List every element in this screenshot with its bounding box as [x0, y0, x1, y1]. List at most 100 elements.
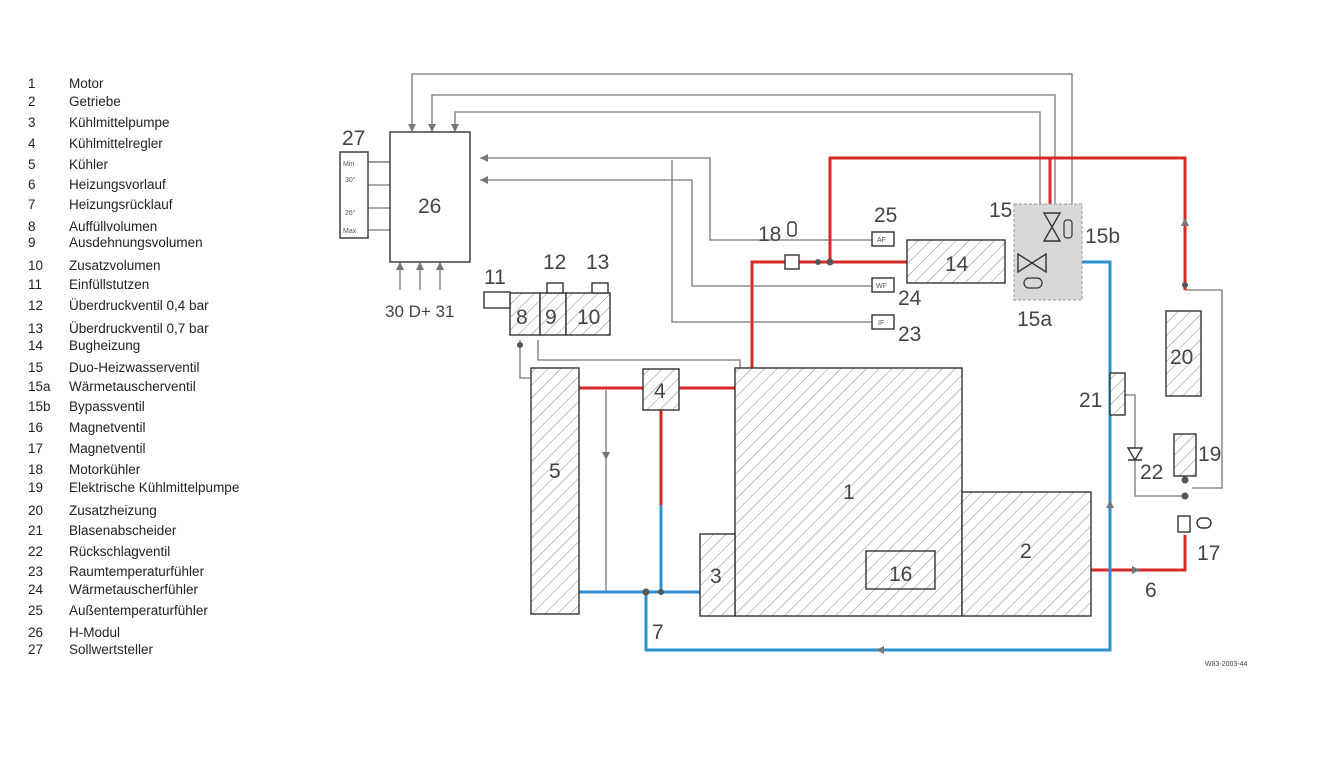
coolant-pump-block — [699, 533, 736, 617]
legend-number: 10 — [28, 258, 44, 273]
label-solenoid-17: 17 — [1197, 542, 1220, 565]
junction-dot — [658, 589, 664, 595]
sensor-tag-wf: WF — [876, 283, 887, 290]
extra-volume-block — [565, 292, 611, 336]
legend-text: Kühler — [69, 157, 109, 172]
electric-pump-block — [1173, 433, 1197, 477]
legend-number: 22 — [28, 544, 44, 559]
junction-dot — [642, 588, 650, 596]
junction-dot — [1181, 492, 1189, 500]
label-gearbox: 2 — [1020, 540, 1032, 563]
exchanger-valve-coil — [1023, 277, 1043, 289]
legend-number: 6 — [28, 177, 36, 192]
label-duo-valve: 15 — [989, 199, 1012, 222]
engine-cooler-18 — [784, 254, 800, 270]
wire-tank-return — [519, 340, 530, 379]
engine-cooler-18-top — [787, 221, 797, 237]
legend-number: 15a — [28, 379, 51, 394]
wire-20-to-19 — [1185, 289, 1223, 489]
sensor-23 — [871, 314, 895, 330]
legend-text: Getriebe — [69, 94, 121, 109]
gearbox-block — [961, 491, 1092, 617]
junction-dot — [1182, 282, 1188, 288]
cold-circuit — [579, 260, 1112, 652]
flow-arrow — [436, 262, 444, 270]
legend-text: Ausdehnungsvolumen — [69, 235, 203, 250]
junction-dot — [826, 258, 834, 266]
flow-arrow — [480, 176, 488, 184]
label-relief-valve-04: 12 — [543, 251, 566, 274]
filler-neck-block — [483, 291, 511, 309]
legend-number: 18 — [28, 462, 44, 477]
legend-text: Magnetventil — [69, 441, 146, 456]
cold-line-return — [644, 260, 1112, 652]
wire-21-to-22 — [1125, 394, 1136, 448]
label-expansion-volume: 9 — [545, 306, 557, 329]
legend-text: Überdruckventil 0,4 bar — [69, 298, 209, 313]
setpoint-mark-30: 30° — [345, 176, 356, 184]
legend-text: Blasenabscheider — [69, 523, 177, 538]
legend-number: 17 — [28, 441, 44, 456]
legend-number: 26 — [28, 625, 44, 640]
label-electric-pump: 19 — [1198, 443, 1221, 466]
wire-15-to-26-a — [411, 73, 1073, 212]
legend-text: Raumtemperaturfühler — [69, 564, 205, 579]
legend-text: Motorkühler — [69, 462, 141, 477]
legend-number: 9 — [28, 235, 36, 250]
sensor-24 — [871, 277, 895, 293]
label-exchanger-sensor: 24 — [898, 287, 922, 310]
legend-number: 13 — [28, 321, 44, 336]
wire-22-line — [1134, 460, 1182, 497]
legend-text: Bypassventil — [69, 399, 145, 414]
legend-number: 4 — [28, 136, 36, 151]
label-filler-neck: 11 — [484, 266, 506, 289]
legend-number: 23 — [28, 564, 44, 579]
legend-text: Magnetventil — [69, 420, 146, 435]
hot-line-engine-to-18 — [750, 260, 785, 370]
legend-text: Heizungsvorlauf — [69, 177, 166, 192]
figure-code: W83-2003-44 — [1205, 661, 1248, 668]
sensor-tag-if: IF — [878, 320, 884, 327]
thermostat-block — [642, 368, 680, 411]
wire-25-to-26 — [480, 157, 872, 241]
legend-text: Sollwertsteller — [69, 642, 154, 657]
legend-number: 25 — [28, 603, 44, 618]
flow-arrow — [602, 452, 610, 460]
legend-text: Kühlmittelregler — [69, 136, 163, 151]
legend-number: 12 — [28, 298, 44, 313]
setpoint-mark-min: Min — [343, 161, 354, 168]
legend-number: 5 — [28, 157, 36, 172]
legend-number: 8 — [28, 219, 36, 234]
legend-text: Bugheizung — [69, 338, 141, 353]
legend-number: 15 — [28, 360, 44, 375]
legend-text: Einfüllstutzen — [69, 277, 150, 292]
relief-valve-12 — [546, 282, 564, 294]
legend-number: 3 — [28, 115, 36, 130]
legend-text: Zusatzvolumen — [69, 258, 161, 273]
legend-text: Heizungsrücklauf — [69, 197, 173, 212]
legend-text: Wärmetauscherventil — [69, 379, 196, 394]
legend-text: Wärmetauscherfühler — [69, 582, 199, 597]
label-front-heater: 14 — [945, 253, 969, 276]
setpoint-mark-max: Max — [343, 228, 357, 235]
legend-number: 21 — [28, 523, 44, 538]
label-exchanger-valve: 15a — [1017, 308, 1052, 331]
junction-dot — [815, 259, 821, 265]
junction-dot — [517, 342, 523, 348]
legend-number: 11 — [28, 277, 43, 292]
legend-text: Elektrische Kühlmittelpumpe — [69, 480, 240, 495]
label-room-sensor: 23 — [898, 323, 921, 346]
label-filler-volume: 8 — [516, 306, 528, 329]
setpoint-block — [339, 151, 369, 239]
bypass-valve-coil — [1063, 219, 1073, 239]
flow-arrow — [408, 124, 416, 132]
aux-heater-block — [1165, 310, 1202, 397]
label-coolant-pump: 3 — [710, 565, 722, 588]
flow-arrow — [416, 262, 424, 270]
label-terminals: 30 D+ 31 — [385, 302, 454, 321]
label-h-module: 26 — [418, 195, 441, 218]
bypass-valve-symbol — [1042, 212, 1062, 242]
junction-dot — [1181, 476, 1189, 484]
solenoid-17 — [1177, 515, 1191, 533]
wire-24-to-26 — [480, 179, 872, 287]
